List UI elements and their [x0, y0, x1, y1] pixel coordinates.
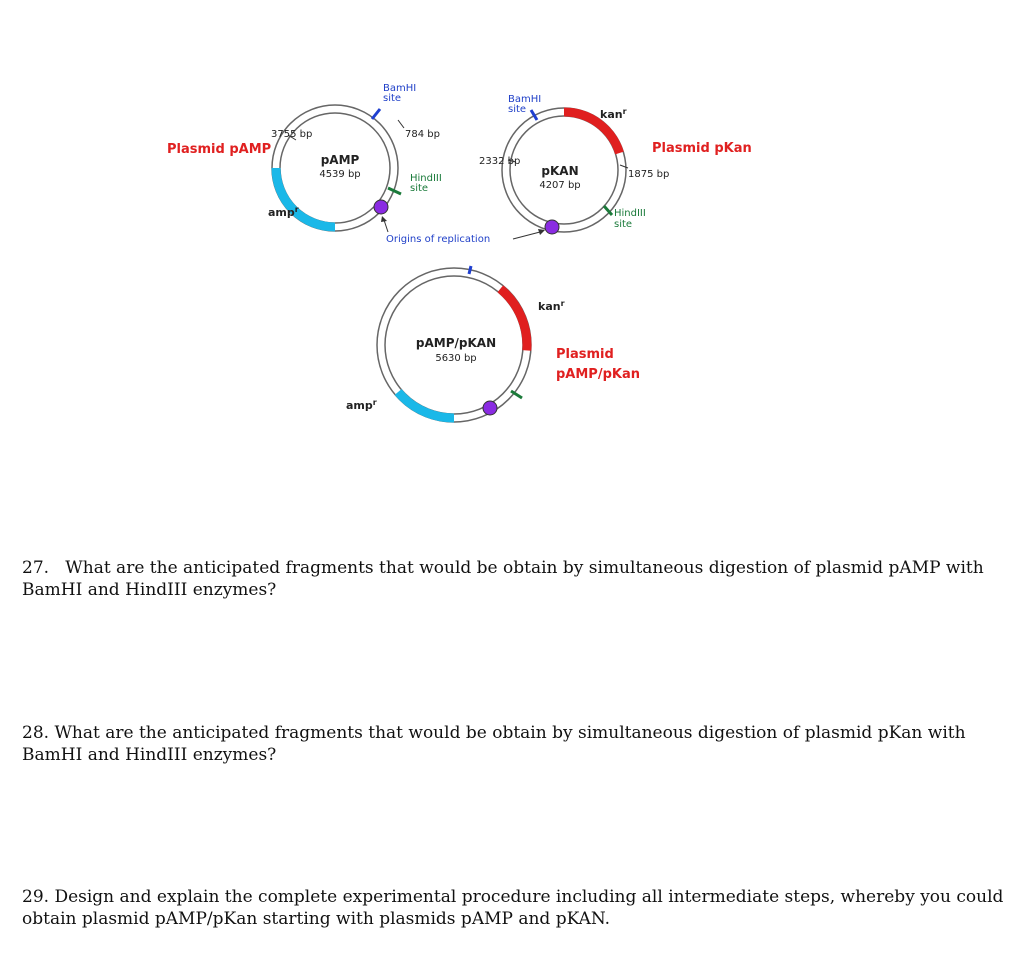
combo-amp-text: amp [346, 399, 373, 412]
pkan-size: 4207 bp [539, 180, 580, 191]
pamp-frag-top-tick [397, 119, 405, 129]
pkan-bamhi-label-1: BamHI [508, 94, 541, 105]
combo-plasmid: Plasmid pAMP/pKan pAMP/pKAN 5630 bp kanr… [346, 265, 640, 423]
pamp-amp-segment [271, 167, 336, 232]
pkan-kan-sup: r [623, 107, 627, 116]
pamp-size: 4539 bp [319, 169, 360, 180]
pkan-bamhi-mark [529, 109, 539, 121]
combo-bamhi-mark [467, 265, 473, 275]
pamp-frag-top-label: 784 bp [405, 129, 440, 140]
combo-amp-segment [394, 388, 455, 423]
combo-size: 5630 bp [435, 353, 476, 364]
pkan-hindiii-label-2: site [614, 219, 632, 230]
origins-arrowhead-left [381, 216, 387, 222]
combo-amp-sup: r [373, 398, 377, 407]
pamp-amp-sup: r [295, 205, 299, 214]
combo-name: pAMP/pKAN [416, 336, 496, 350]
pkan-frag-left-label: 2332 bp [479, 156, 520, 167]
question-27-text: What are the anticipated fragments that … [22, 558, 984, 600]
pkan-title: Plasmid pKan [652, 141, 752, 156]
pkan-frag-right-tick [619, 164, 629, 169]
origins-label: Origins of replication [386, 234, 490, 245]
pamp-ori-dot [373, 199, 389, 215]
pamp-bamhi-mark [370, 108, 382, 120]
pkan-bamhi-label-2: site [508, 104, 526, 115]
question-29-number: 29. [22, 887, 50, 907]
pamp-frag-left-tick [287, 134, 297, 141]
combo-kan-text: kan [538, 300, 561, 313]
combo-amp-label: ampr [346, 398, 377, 412]
question-28-number: 28. [22, 723, 50, 743]
pkan-frag-right-label: 1875 bp [628, 169, 669, 180]
pamp-frag-left-label: 3755 bp [271, 129, 312, 140]
pkan-plasmid: Plasmid pKan pKAN 4207 bp BamHI site Hin… [479, 94, 752, 235]
pamp-title: Plasmid pAMP [167, 142, 271, 157]
combo-title-2: pAMP/pKan [556, 367, 640, 382]
pkan-kan-label: kanr [600, 107, 627, 121]
pamp-hindiii-label-1: HindIII [410, 173, 442, 184]
pamp-hindiii-mark [387, 186, 402, 196]
combo-ori-dot [482, 400, 498, 416]
pkan-ori-dot [544, 219, 560, 235]
question-28-text: What are the anticipated fragments that … [22, 723, 966, 765]
question-27-number: 27. [22, 558, 50, 578]
pamp-bamhi-label-2: site [383, 93, 401, 104]
pamp-hindiii-label-2: site [410, 183, 428, 194]
pamp-amp-text: amp [268, 206, 295, 219]
combo-kan-segment [497, 285, 532, 351]
origins-arrowhead-right [538, 229, 545, 235]
origins-annotation: Origins of replication [381, 216, 545, 245]
origins-arrow-left [383, 219, 389, 233]
question-29-text: Design and explain the complete experime… [22, 887, 1004, 929]
pkan-kan-segment [563, 107, 624, 155]
pamp-bamhi-label-1: BamHI [383, 83, 416, 94]
pkan-name: pKAN [541, 164, 578, 178]
question-27: 27. What are the anticipated fragments t… [22, 557, 1007, 601]
question-29: 29. Design and explain the complete expe… [22, 886, 1007, 930]
combo-hindiii-mark [510, 389, 523, 400]
combo-kan-sup: r [561, 299, 565, 308]
pamp-plasmid: Plasmid pAMP pAMP 4539 bp BamHI site Hin… [167, 83, 442, 232]
combo-kan-label: kanr [538, 299, 565, 313]
pkan-hindiii-mark [602, 205, 614, 216]
plasmid-diagram: Plasmid pAMP pAMP 4539 bp BamHI site Hin… [167, 83, 752, 423]
origins-arrow-right [512, 231, 541, 240]
question-28: 28. What are the anticipated fragments t… [22, 722, 1007, 766]
combo-title-1: Plasmid [556, 347, 614, 362]
pamp-amp-label: ampr [268, 205, 299, 219]
pkan-ring-inner [509, 115, 619, 225]
pkan-frag-left-tick [507, 159, 517, 163]
pamp-name: pAMP [321, 153, 360, 167]
pkan-hindiii-label-1: HindIII [614, 208, 646, 219]
pkan-kan-text: kan [600, 108, 623, 121]
